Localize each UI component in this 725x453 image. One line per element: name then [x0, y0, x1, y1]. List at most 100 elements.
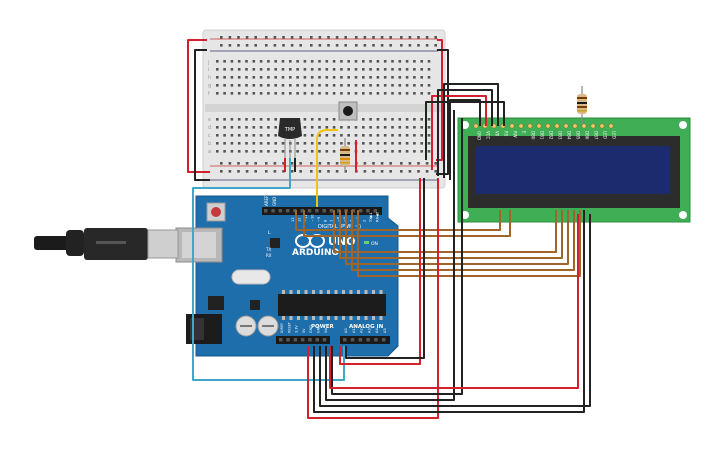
- breadboard-hole: [427, 126, 431, 129]
- breadboard-row-label: b: [208, 141, 211, 147]
- breadboard-rail-hole: [228, 162, 232, 165]
- breadboard-hole: [347, 84, 350, 87]
- lcd-mount-hole: [679, 211, 687, 219]
- breadboard-hole: [362, 142, 365, 145]
- breadboard-hole: [274, 68, 277, 71]
- breadboard-hole: [420, 118, 423, 121]
- header-hole: [285, 209, 290, 213]
- header-hole: [279, 338, 283, 342]
- breadboard-hole: [376, 118, 380, 121]
- wire-brown: [295, 210, 501, 231]
- breadboard-hole: [216, 84, 219, 87]
- breadboard-rail-hole: [425, 170, 429, 173]
- breadboard-rail-hole: [408, 162, 412, 165]
- breadboard-hole: [267, 76, 270, 79]
- breadboard-row-label: a: [208, 149, 211, 155]
- breadboard-hole: [252, 68, 256, 71]
- wire-red: [339, 178, 421, 365]
- breadboard-rail-hole: [299, 170, 302, 173]
- breadboard-rail-hole: [363, 162, 367, 165]
- wire-brown: [339, 210, 563, 259]
- breadboard-rail-hole: [245, 170, 249, 173]
- breadboard-rail-hole: [344, 44, 347, 47]
- breadboard-hole: [405, 150, 409, 153]
- lcd-pin: [581, 123, 587, 129]
- breadboard-rail-hole: [237, 170, 240, 173]
- lcd-pin-label: V0: [495, 131, 500, 137]
- breadboard-rail-hole: [290, 170, 294, 173]
- breadboard-hole: [420, 142, 423, 145]
- reset-button-cap[interactable]: [211, 207, 221, 217]
- push-button[interactable]: [338, 101, 358, 121]
- breadboard-hole: [216, 126, 219, 129]
- breadboard-rail-hole: [408, 44, 412, 47]
- breadboard-hole: [391, 92, 394, 95]
- header-hole: [374, 338, 378, 342]
- breadboard-hole: [420, 60, 423, 63]
- breadboard-hole: [340, 142, 343, 145]
- breadboard-hole: [230, 126, 234, 129]
- breadboard-hole: [310, 142, 314, 145]
- breadboard-rail-hole: [363, 44, 367, 47]
- analog-pin-label: A4: [375, 328, 379, 333]
- breadboard-hole: [398, 142, 402, 145]
- breadboard-hole: [354, 134, 358, 137]
- breadboard-hole: [318, 150, 321, 153]
- breadboard-rail-hole: [389, 170, 392, 173]
- breadboard-hole: [267, 150, 270, 153]
- breadboard-rail-hole: [310, 44, 313, 47]
- breadboard-hole: [296, 142, 299, 145]
- breadboard-rail-hole: [310, 162, 313, 165]
- breadboard-hole: [362, 92, 365, 95]
- breadboard-hole: [398, 118, 402, 121]
- header-hole: [329, 209, 334, 213]
- breadboard-hole: [245, 76, 248, 79]
- breadboard-hole: [325, 68, 329, 71]
- breadboard-hole: [362, 126, 365, 129]
- breadboard-rail-hole: [400, 170, 403, 173]
- breadboard-hole: [274, 118, 277, 121]
- breadboard-hole: [267, 142, 270, 145]
- breadboard-hole: [369, 134, 372, 137]
- wire-black: [194, 49, 210, 181]
- wire-brown: [333, 210, 557, 253]
- breadboard-rail-hole: [290, 36, 294, 39]
- breadboard-hole: [391, 118, 394, 121]
- breadboard-hole: [303, 134, 307, 137]
- breadboard-hole: [223, 68, 226, 71]
- breadboard-hole: [318, 60, 321, 63]
- breadboard-hole: [369, 142, 372, 145]
- lcd-pin-label: RS: [504, 131, 509, 137]
- breadboard-hole: [398, 150, 402, 153]
- breadboard-hole: [413, 76, 416, 79]
- breadboard-rail-hole: [220, 170, 223, 173]
- chip-leg: [297, 316, 300, 320]
- crystal-oscillator: [231, 269, 271, 285]
- header-hole: [343, 338, 347, 342]
- breadboard-rail-hole: [380, 36, 384, 39]
- breadboard-hole: [405, 134, 409, 137]
- breadboard-hole: [237, 92, 241, 95]
- breadboard-rail-hole: [372, 162, 375, 165]
- breadboard-rail-hole: [425, 44, 429, 47]
- breadboard-hole: [325, 134, 329, 137]
- breadboard-hole: [332, 60, 336, 63]
- header-hole: [278, 209, 283, 213]
- digital-pin-label: ~6: [337, 216, 341, 222]
- power-pin-label: 5V: [302, 328, 306, 333]
- breadboard-hole: [259, 92, 263, 95]
- lcd-pin-label: DB3: [558, 131, 563, 140]
- chip-leg: [364, 316, 368, 320]
- header-hole: [307, 209, 312, 213]
- breadboard-hole: [274, 134, 277, 137]
- breadboard-hole: [369, 68, 372, 71]
- header-hole: [300, 209, 304, 213]
- breadboard-hole: [413, 142, 416, 145]
- breadboard-hole: [420, 126, 423, 129]
- chip-leg: [349, 290, 353, 294]
- chip-leg: [319, 316, 323, 320]
- breadboard-hole: [296, 84, 299, 87]
- breadboard-hole: [362, 84, 365, 87]
- wire-black: [449, 99, 481, 180]
- lcd-pin: [572, 123, 578, 129]
